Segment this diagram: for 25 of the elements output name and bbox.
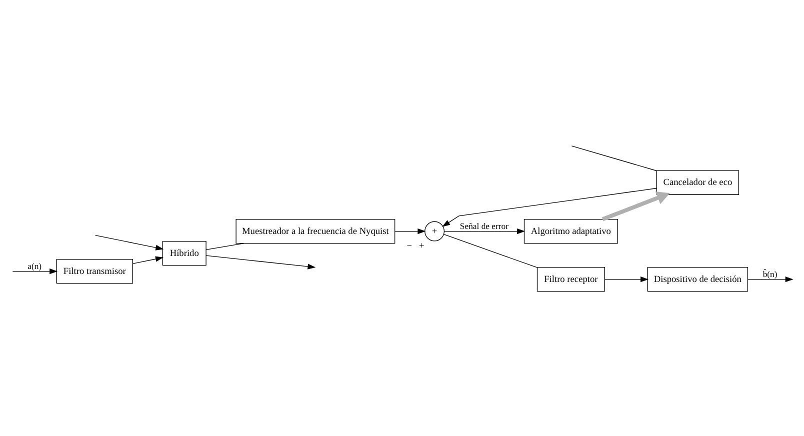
node-box: Muestreador a la frecuencia de Nyquist (235, 218, 395, 244)
edge-label: b̂(n) (762, 268, 777, 278)
arrow (12, 268, 58, 274)
arrow (443, 228, 525, 234)
edge-label: Señal de error (459, 220, 508, 230)
node-box: Cancelador de eco (656, 170, 739, 194)
arrow (132, 256, 163, 264)
arrow (442, 187, 656, 226)
node-label: − + (406, 240, 424, 251)
node-box: Híbrido (162, 240, 206, 266)
arrow (747, 276, 793, 282)
node-circle: + (424, 220, 444, 241)
connector (205, 242, 244, 250)
edge-label: a(n) (27, 260, 42, 270)
arrow (604, 276, 648, 282)
arrow (601, 190, 670, 221)
arrow (94, 234, 164, 250)
node-box: Dispositivo de decisión (646, 266, 748, 292)
node-box: Filtro transmisor (56, 258, 132, 284)
connector (570, 145, 656, 171)
node-box: Algoritmo adaptativo (523, 218, 618, 244)
arrow (394, 228, 426, 234)
arrow (205, 254, 316, 269)
node-box: Filtro receptor (536, 266, 604, 292)
connector (443, 234, 537, 268)
